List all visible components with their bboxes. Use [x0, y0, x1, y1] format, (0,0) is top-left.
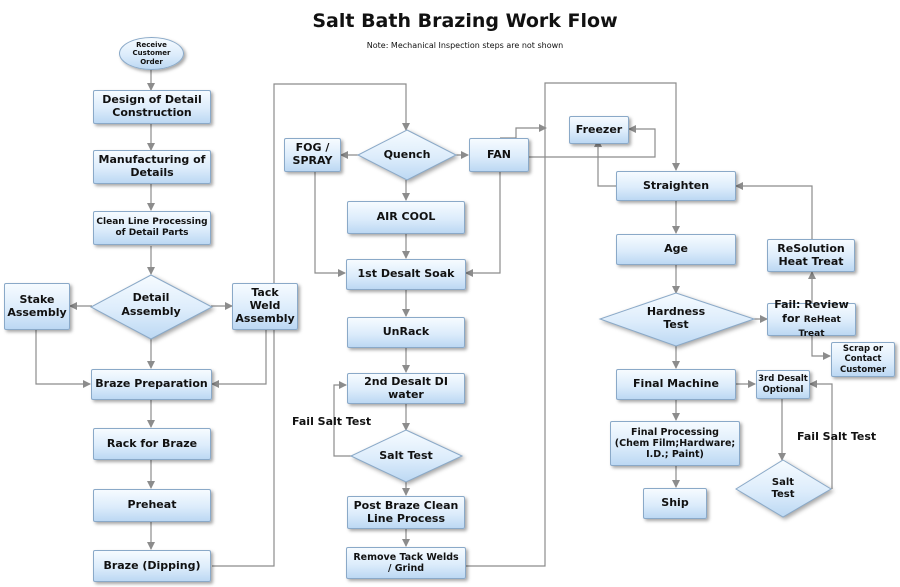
post-braze-clean-node[interactable]: Post Braze Clean Line Process [347, 496, 465, 529]
quench-label: Quench [383, 148, 431, 161]
braze-preparation-node[interactable]: Braze Preparation [91, 369, 212, 400]
hardness-test-label: Hardness Test [646, 305, 706, 332]
detail-assembly-label: Detail Assembly [121, 291, 181, 318]
scrap-or-contact-node[interactable]: Scrap or Contact Customer [831, 342, 895, 377]
fail-salt-test-left-label: Fail Salt Test [292, 415, 372, 428]
salt-test-diamond [349, 429, 464, 483]
receive-customer-order-node[interactable]: Receive Customer Order [119, 37, 184, 70]
third-desalt-node[interactable]: 3rd Desalt Optional [756, 370, 810, 399]
preheat-node[interactable]: Preheat [93, 489, 211, 522]
final-processing-node[interactable]: Final Processing (Chem Film;Hardware; I.… [610, 421, 740, 466]
fail-review-for: for [782, 312, 800, 326]
fail-review-reheat: ReHeat Treat [798, 315, 841, 340]
air-cool-node[interactable]: AIR COOL [347, 201, 465, 234]
remove-tack-welds-node[interactable]: Remove Tack Welds / Grind [346, 547, 466, 579]
resolution-heat-treat-node[interactable]: ReSolution Heat Treat [767, 239, 855, 272]
salt-test-label: Salt Test [379, 449, 433, 462]
diagram-note: Note: Mechanical Inspection steps are no… [366, 41, 564, 50]
age-node[interactable]: Age [616, 234, 736, 265]
design-node[interactable]: Design of Detail Construction [93, 90, 211, 124]
diagram-title: Salt Bath Brazing Work Flow [312, 10, 618, 32]
manufacturing-node[interactable]: Manufacturing of Details [93, 150, 211, 184]
detail-assembly-diamond [89, 274, 214, 340]
tack-weld-assembly-node[interactable]: Tack Weld Assembly [232, 283, 298, 330]
salt-test-2-diamond [735, 459, 832, 518]
hardness-test-diamond [598, 292, 756, 347]
second-desalt-node[interactable]: 2nd Desalt DI water [347, 373, 465, 404]
fail-salt-test-right-label: Fail Salt Test [797, 430, 877, 443]
rack-for-braze-node[interactable]: Rack for Braze [93, 428, 211, 460]
stake-assembly-node[interactable]: Stake Assembly [4, 283, 70, 330]
unrack-node[interactable]: UnRack [347, 317, 465, 348]
clean-line-node[interactable]: Clean Line Processing of Detail Parts [93, 211, 211, 245]
fail-review-node[interactable]: Fail: Review for ReHeat Treat [767, 298, 856, 340]
ship-node[interactable]: Ship [643, 488, 707, 519]
fan-node[interactable]: FAN [469, 138, 529, 172]
freezer-node[interactable]: Freezer [569, 116, 629, 144]
final-machine-node[interactable]: Final Machine [616, 369, 736, 400]
straighten-node[interactable]: Straighten [616, 171, 736, 201]
quench-diamond [356, 129, 458, 181]
first-desalt-soak-node[interactable]: 1st Desalt Soak [346, 259, 466, 290]
fog-spray-node[interactable]: FOG / SPRAY [284, 138, 341, 172]
salt-test-2-label: Salt Test [771, 477, 795, 500]
braze-dipping-node[interactable]: Braze (Dipping) [93, 550, 211, 582]
fail-review-line1: Fail: Review [774, 298, 849, 312]
